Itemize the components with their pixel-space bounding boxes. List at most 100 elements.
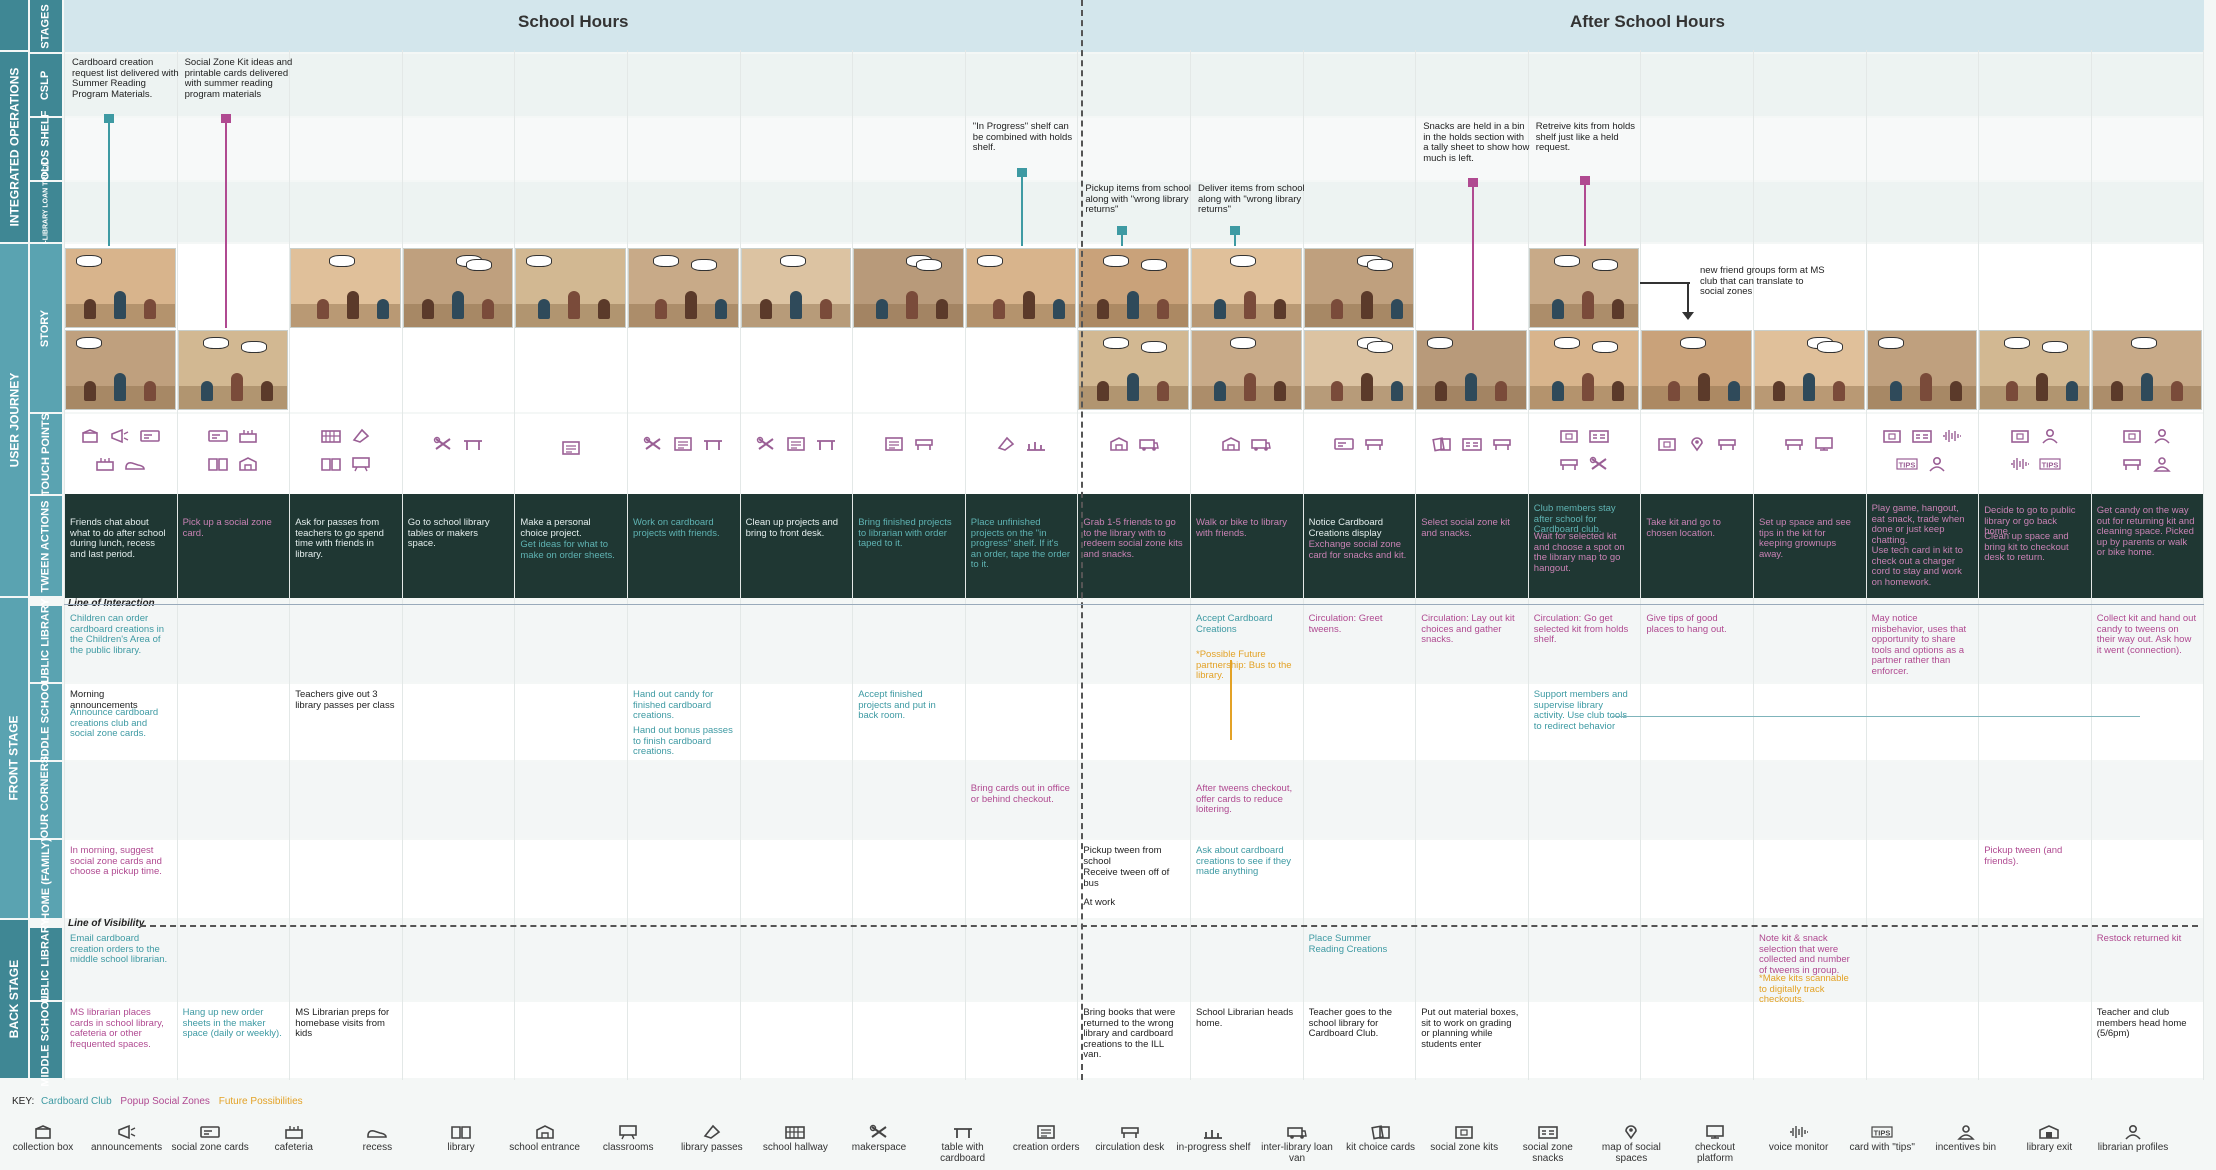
legend-label: voice monitor [1768, 1142, 1829, 1153]
tray-icon [94, 456, 116, 472]
home-note: Receive tween off of bus [1083, 868, 1170, 889]
card-icon [139, 428, 161, 444]
bms-note: MS librarian places cards in school libr… [70, 1008, 164, 1050]
legend-label: librarian profiles [2097, 1142, 2169, 1153]
key-label: KEY: [12, 1096, 35, 1107]
tween-note: Grab 1-5 friends to go to the library wi… [1083, 518, 1183, 560]
card-icon [199, 1124, 221, 1140]
bin-icon [2151, 456, 2173, 472]
home-note: Ask about cardboard creations to see if … [1196, 846, 1292, 877]
speech-bubble [916, 259, 943, 271]
tools-icon [1588, 456, 1610, 472]
lane-home-family: HOME (FAMILY) [30, 838, 62, 920]
story-figure [1889, 381, 1902, 401]
legend-label: social zone kits [1430, 1142, 1499, 1153]
story-figure [1803, 373, 1815, 401]
legend-label: table with cardboard [940, 1142, 986, 1164]
story-figure [685, 291, 697, 319]
story-figure [1698, 373, 1711, 401]
home-note: Pickup tween from school [1083, 846, 1162, 867]
speech-bubble [653, 255, 679, 267]
column-line [2203, 50, 2205, 1080]
megaphone-icon [109, 428, 131, 444]
legend-label: creation orders [1012, 1142, 1080, 1153]
story-note: new friend groups form at MS club that c… [1700, 266, 1825, 297]
story-figure [568, 291, 581, 319]
story-panel [853, 248, 964, 328]
desk-icon [2121, 456, 2143, 472]
connector-node [220, 114, 231, 123]
story-figure [2066, 381, 2079, 401]
pub-note: *Possible Future partnership: Bus to the… [1196, 650, 1292, 681]
megaphone-icon [116, 1124, 138, 1140]
sheet-icon [1035, 1124, 1057, 1140]
story-figure [1274, 299, 1286, 319]
desk-icon [1491, 436, 1513, 452]
story-panel [1416, 330, 1527, 410]
tools-icon [755, 436, 777, 452]
story-figure [1551, 381, 1564, 401]
lane-tween-actions: TWEEN ACTIONS [30, 496, 62, 596]
connector-node [1230, 226, 1240, 235]
story-figure [451, 291, 464, 319]
book-icon [450, 1124, 472, 1140]
shelf-icon [1025, 436, 1047, 452]
tips-icon: TIPS [2038, 456, 2061, 472]
legend-label: school entrance [509, 1142, 580, 1153]
speech-bubble [1141, 341, 1168, 353]
group-integrated-operations: INTEGRATED OPERATIONS [0, 52, 28, 242]
story-figure [1330, 299, 1343, 319]
building-icon [1108, 436, 1130, 452]
tween-note: Walk or bike to library with friends. [1196, 518, 1287, 539]
connector-node [104, 114, 114, 123]
cards-icon [1370, 1124, 1392, 1140]
tween-note: Get ideas for what to make on order shee… [520, 540, 615, 561]
story-figure [421, 299, 434, 319]
legend-label: map of social spaces [1601, 1142, 1661, 1164]
speech-bubble [240, 341, 267, 353]
tween-note: Set up space and see tips in the kit for… [1759, 518, 1851, 560]
person-icon [2122, 1124, 2144, 1140]
speech-bubble [1680, 337, 1707, 349]
legend-card: social zone cards [171, 1124, 249, 1153]
tween-note: Exchange social zone card for snacks and… [1308, 540, 1407, 561]
bin-icon [1955, 1124, 1977, 1140]
box-icon [32, 1124, 54, 1140]
column-line [627, 50, 628, 1080]
bpub-note: Email cardboard creation orders to the m… [70, 934, 168, 965]
legend-label: collection box [12, 1142, 74, 1153]
column-line [2090, 50, 2092, 1080]
line-of-visibility [140, 925, 2198, 927]
story-figure [2170, 381, 2183, 401]
tween-note: Notice Cardboard Creations display [1308, 518, 1384, 539]
snacks-icon [1911, 428, 1933, 444]
phase-after-school-hours: After School Hours [1570, 12, 1725, 31]
legend-label: library [447, 1142, 475, 1153]
column-line [964, 50, 966, 1080]
story-figure [1611, 381, 1624, 401]
story-figure [1465, 373, 1478, 401]
ms-note: Hand out bonus passes to finish cardboar… [633, 726, 733, 757]
row-bpub [64, 928, 2204, 1000]
van-icon [1138, 436, 1160, 452]
lockers-icon [784, 1124, 806, 1140]
loan-note: Deliver items from school along with "wr… [1198, 184, 1305, 215]
connector [1121, 228, 1124, 246]
building-icon [237, 456, 259, 472]
pass-icon [995, 436, 1017, 452]
story-figure [1214, 381, 1226, 401]
speech-bubble [76, 255, 102, 267]
bpub-note: Restock returned kit [2096, 934, 2182, 944]
tween-note: Use tech card in kit to check out a char… [1871, 546, 1963, 588]
story-figure [1919, 373, 1932, 401]
speech-bubble [76, 337, 102, 349]
kit-icon [1558, 428, 1580, 444]
shelf-icon [1202, 1124, 1224, 1140]
story-panel [1191, 330, 1302, 410]
box-icon [79, 428, 101, 444]
story-figure [759, 299, 772, 319]
story-panel [515, 248, 626, 328]
story-figure [1097, 299, 1110, 319]
tween-note: Make a personal choice project. [520, 518, 591, 539]
